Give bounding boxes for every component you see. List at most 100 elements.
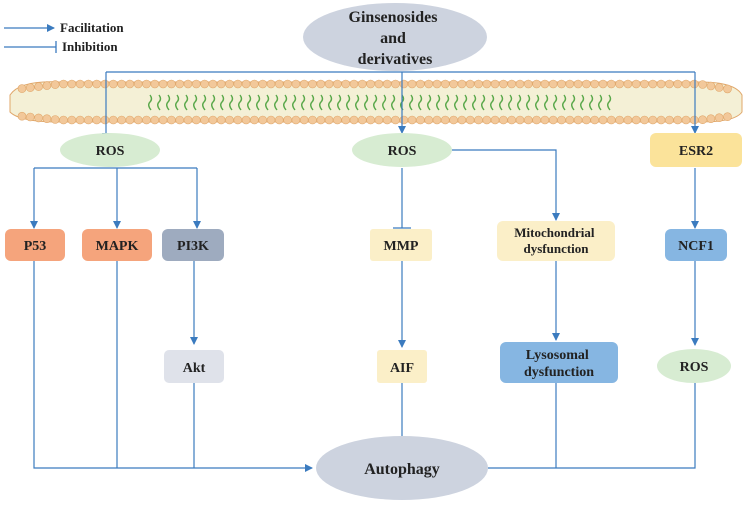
membrane-inner-head: [557, 115, 566, 125]
aif-box: [377, 350, 427, 383]
membrane-receptor-tail: [463, 94, 468, 111]
membrane-receptor-tail: [175, 94, 180, 111]
membrane-receptor-tail: [310, 94, 315, 111]
legend: Facilitation Inhibition: [4, 20, 124, 54]
membrane-outer-head: [706, 81, 716, 91]
membrane-inner-head: [142, 115, 151, 125]
membrane-receptor-tail: [238, 94, 243, 111]
membrane-receptor-tail: [328, 94, 333, 111]
membrane-outer-head: [225, 79, 234, 89]
ros-right-label: ROS: [680, 360, 709, 375]
membrane-inner-head: [457, 115, 467, 125]
membrane-outer-head: [216, 79, 226, 89]
membrane-outer-head: [689, 79, 699, 89]
membrane-inner-head: [349, 115, 359, 125]
membrane-inner-head: [333, 115, 342, 125]
membrane-inner-head: [523, 115, 533, 125]
membrane-inner-head: [84, 115, 93, 125]
pi3k-label: PI3K: [177, 239, 209, 254]
membrane-outer-head: [299, 79, 309, 89]
membrane-inner-head: [192, 115, 201, 125]
membrane-inner-head: [474, 115, 483, 125]
membrane-outer-head: [117, 79, 126, 89]
membrane-inner-head: [573, 115, 583, 125]
ginsenosides-line-3: derivatives: [358, 51, 433, 68]
membrane-outer-head: [274, 79, 284, 89]
membrane-inner-head: [308, 115, 317, 125]
membrane-receptor-tail: [535, 94, 540, 111]
membrane-inner-head: [233, 115, 243, 125]
mitochondrial-dysfunction-label: Mitochondrial dysfunction: [514, 225, 597, 256]
membrane-inner-head: [399, 115, 409, 125]
membrane-outer-head: [175, 79, 184, 89]
membrane-receptor-tail: [445, 94, 450, 111]
membrane-inner-head: [283, 115, 292, 125]
membrane-receptor-tail: [247, 94, 252, 111]
membrane-inner-head: [324, 115, 334, 125]
membrane-outer-head: [200, 79, 209, 89]
membrane-outer-head: [92, 79, 101, 89]
membrane-inner-head: [673, 115, 683, 125]
membrane-receptor-tail: [229, 94, 234, 111]
ginsenosides-line-2: and: [380, 30, 406, 47]
legend-inhibition-label: Inhibition: [62, 39, 118, 54]
membrane-inner-head: [59, 115, 68, 125]
membrane-outer-head: [374, 79, 384, 89]
membrane-receptor-tail: [202, 94, 207, 111]
membrane-receptor-tail: [454, 94, 459, 111]
membrane-receptor-tail: [418, 94, 423, 111]
membrane-outer-head: [233, 79, 243, 89]
membrane-inner-head: [100, 115, 110, 125]
membrane-inner-head: [42, 114, 52, 123]
membrane-outer-head: [42, 81, 52, 90]
membrane-outer-head: [341, 79, 351, 89]
membrane-outer-head: [308, 79, 317, 89]
p53-label: P53: [24, 239, 47, 254]
membrane-inner-head: [548, 115, 558, 125]
membrane-inner-head: [407, 115, 417, 125]
membrane-inner-head: [291, 115, 301, 125]
membrane-inner-head: [216, 115, 226, 125]
pi3k-box: [162, 229, 224, 261]
membrane-outer-head: [698, 80, 707, 89]
membrane-inner-head: [499, 115, 508, 125]
membrane-outer-head: [440, 79, 450, 89]
membrane-inner-head: [449, 115, 458, 125]
ros-right-oval: [657, 349, 731, 383]
membrane-inner-head: [241, 115, 251, 125]
membrane-outer-head: [34, 82, 43, 91]
membrane-outer-head: [17, 84, 27, 93]
membrane-outer-head: [482, 79, 492, 89]
membrane-outer-head: [266, 79, 276, 89]
membrane-outer-head: [449, 79, 458, 89]
membrane-outer-head: [84, 79, 93, 89]
membrane-receptor-tail: [427, 94, 432, 111]
membrane-inner-head: [366, 115, 375, 125]
membrane-outer-head: [590, 79, 600, 89]
membrane-outer-head: [241, 79, 251, 89]
membrane-receptor-tail: [553, 94, 558, 111]
ros-mid-label: ROS: [388, 144, 417, 159]
membrane-outer-head: [283, 79, 292, 89]
membrane-inner-head: [208, 115, 218, 125]
membrane-receptor-tail: [157, 94, 162, 111]
membrane-outer-head: [158, 79, 168, 89]
membrane-outer-head: [366, 79, 375, 89]
membrane-inner-head: [183, 115, 193, 125]
ncf1-box: [665, 229, 727, 261]
ginsenosides-oval: [303, 3, 487, 71]
membrane-outer-head: [507, 79, 517, 89]
membrane-inner-head: [432, 115, 442, 125]
membrane-inner-head: [250, 115, 259, 125]
membrane-receptor-tail: [490, 94, 495, 111]
membrane-inner-head: [25, 112, 35, 122]
ros-left-oval: [60, 133, 160, 167]
membrane-receptor-tail: [499, 94, 504, 111]
membrane-inner-head: [648, 115, 658, 125]
membrane-receptor-tail: [481, 94, 486, 111]
membrane-outer-head: [142, 79, 151, 89]
membrane-outer-head: [557, 79, 566, 89]
membrane-receptor-tail: [598, 94, 603, 111]
membrane-outer-head: [357, 79, 367, 89]
